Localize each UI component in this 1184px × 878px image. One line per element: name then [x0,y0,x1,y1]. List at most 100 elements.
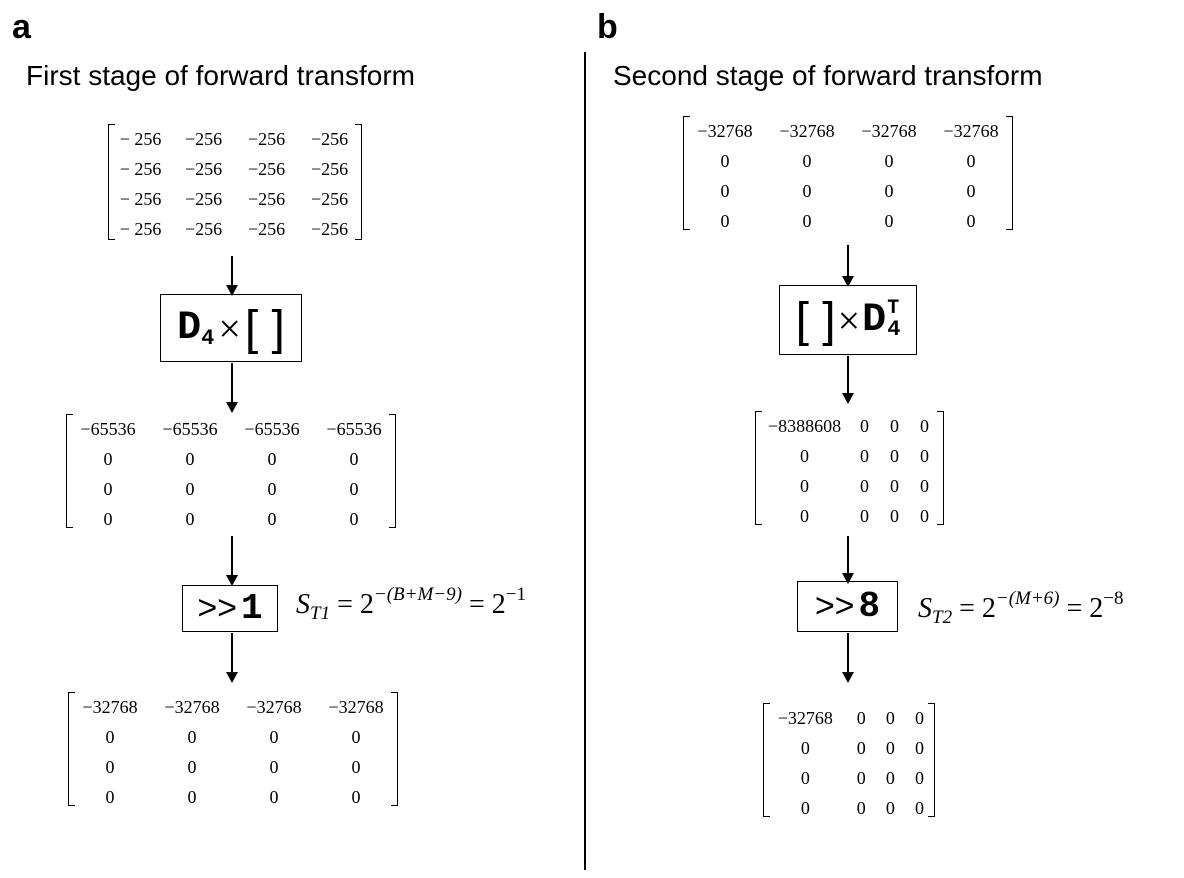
matrix-cell: −8388608 [767,415,842,436]
matrix-cell: −256 [247,128,286,149]
matrix-cell: −256 [247,218,286,239]
matrix-cell: 0 [885,707,895,728]
matrix-cell: 0 [269,726,279,747]
matrix-cell: 0 [966,180,976,201]
matrix-cell: 0 [269,756,279,777]
panel-b-arrow-1 [842,245,854,287]
matrix-row: − 256−256−256−256 [109,184,361,214]
matrix-cell: 0 [185,448,195,469]
matrix-cell: −32768 [861,120,917,141]
panel-b-arrow-2 [842,356,854,404]
panel-b-times: × [837,297,861,343]
panel-a-d-symbol: D [177,305,202,351]
matrix-cell: −32768 [943,120,999,141]
matrix-cell: 0 [885,797,895,818]
panel-a-shift-amount: 1 [241,588,263,629]
matrix-cell: 0 [185,478,195,499]
matrix-cell: 0 [800,505,809,526]
matrix-cell: 0 [720,180,730,201]
matrix-cell: 0 [920,475,929,496]
panel-b-arrow-3 [842,536,854,584]
matrix-cell: 0 [890,415,899,436]
matrix-row: −32768 −32768 −32768 −32768 [684,116,1012,146]
matrix-cell: −32768 [164,696,220,717]
panel-a-shift-box: >>1 [182,585,278,632]
panel-a-times: × [218,305,241,351]
matrix-row: − 256−256−256−256 [109,124,361,154]
matrix-cell: 0 [800,737,810,758]
matrix-cell: 0 [890,445,899,466]
matrix-cell: 0 [269,786,279,807]
matrix-cell: 0 [920,505,929,526]
matrix-cell: −256 [185,158,223,179]
matrix-cell: 0 [856,797,866,818]
panel-a-bracket: [ ] [244,301,285,355]
matrix-cell: −256 [247,158,286,179]
panel-b-shift-amount: 8 [858,586,881,627]
panel-a-arrow-3 [226,536,238,586]
panel-a-arrow-4 [226,633,238,683]
matrix-cell: − 256 [119,188,162,209]
matrix-cell: 0 [856,707,866,728]
matrix-cell: 0 [103,478,113,499]
matrix-cell: 0 [105,756,115,777]
matrix-cell: 0 [860,415,869,436]
panel-b-d-superscript: T [887,297,900,320]
matrix-cell: 0 [856,767,866,788]
matrix-cell: 0 [351,786,361,807]
panel-b-scale-formula: ST2 = 2−(M+6) = 2−8 [918,588,1124,628]
matrix-cell: 0 [267,478,277,499]
matrix-cell: −256 [310,218,349,239]
matrix-cell: 0 [800,797,810,818]
matrix-cell: 0 [914,797,924,818]
matrix-cell: −32768 [779,120,835,141]
panel-a-arrow-2 [226,363,238,413]
matrix-cell: 0 [349,508,359,529]
matrix-cell: 0 [920,445,929,466]
matrix-cell: 0 [890,505,899,526]
panel-b-shift-symbol: >> [814,587,855,625]
matrix-cell: 0 [105,786,115,807]
panel-b-title: Second stage of forward transform [613,60,1043,91]
matrix-cell: −65536 [162,418,218,439]
matrix-cell: − 256 [119,128,162,149]
matrix-cell: −32768 [777,707,833,728]
panel-b-arrow-4 [842,633,854,683]
panel-a-d-subscript: 4 [201,325,215,351]
matrix-cell: −256 [247,188,286,209]
matrix-cell: 0 [103,508,113,529]
matrix-cell: 0 [187,726,197,747]
matrix-cell: −32768 [697,120,753,141]
panel-b-d-subscript: 4 [887,317,901,342]
matrix-cell: −256 [185,128,223,149]
panel-a-arrow-1 [226,256,238,296]
matrix-cell: 0 [884,210,894,231]
panel-a-scale-formula: ST1 = 2−(B+M−9) = 2−1 [296,584,526,624]
matrix-cell: −32768 [328,696,384,717]
matrix-cell: 0 [720,150,730,171]
matrix-cell: 0 [800,767,810,788]
matrix-cell: 0 [720,210,730,231]
matrix-cell: 0 [105,726,115,747]
matrix-row: −32768−32768−32768−32768 [69,692,397,722]
matrix-cell: −256 [310,188,349,209]
matrix-cell: 0 [267,508,277,529]
